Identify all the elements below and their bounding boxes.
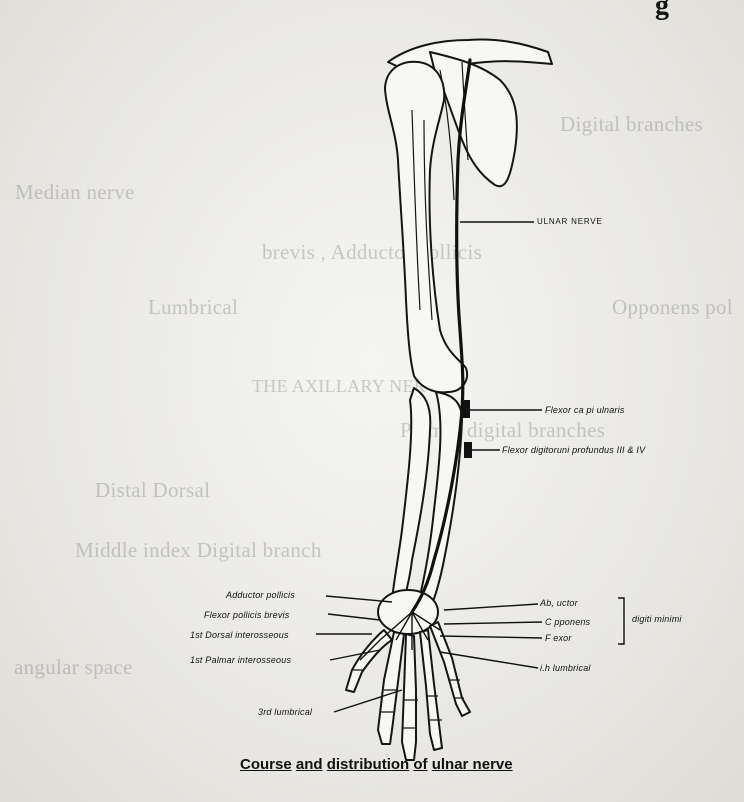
bracket-digiti-minimi (618, 598, 624, 644)
scapula (430, 52, 517, 186)
caption-part-3: distribution (327, 756, 410, 773)
caption-part-5: ulnar nerve (432, 756, 513, 773)
label-1st-palmar-interosseous: 1st Palmar interosseous (190, 655, 291, 665)
radius (392, 388, 430, 600)
label-opponens: C pponens (545, 617, 590, 627)
leader-opponens (444, 622, 542, 624)
label-flexor: F exor (545, 633, 572, 643)
leader-flexor (440, 636, 542, 638)
leader-fpb (328, 614, 380, 620)
label-4th-lumbrical: i.h lumbrical (540, 663, 591, 673)
label-1st-dorsal-interosseous: 1st Dorsal interosseous (190, 630, 289, 640)
label-ulnar-nerve: ULNAR NERVE (537, 217, 603, 226)
figure-caption: Course and distribution of ulnar nerve (240, 756, 513, 773)
carpal-bones (378, 590, 438, 634)
caption-part-4: of (413, 756, 427, 773)
label-adductor-pollicis: Adductor pollicis (226, 590, 295, 600)
caption-part-2: and (296, 756, 323, 773)
label-flexor-carpi-ulnaris: Flexor ca pi ulnaris (545, 405, 625, 415)
leader-adductor (326, 596, 392, 602)
leader-abductor (444, 604, 538, 610)
label-3rd-lumbrical: 3rd lumbrical (258, 707, 312, 717)
middle-finger (402, 634, 416, 760)
label-digiti-minimi: digiti minimi (632, 614, 682, 624)
label-flexor-pollicis-brevis: Flexor pollicis brevis (204, 610, 289, 620)
label-abductor: Ab, uctor (540, 598, 578, 608)
flexor-carpi-ulnaris-mark (462, 400, 470, 418)
label-flexor-digitorum-profundus: Flexor digitoruni profundus III & IV (502, 445, 645, 455)
caption-part-1: Course (240, 756, 292, 773)
flexor-digitorum-mark (464, 442, 472, 458)
